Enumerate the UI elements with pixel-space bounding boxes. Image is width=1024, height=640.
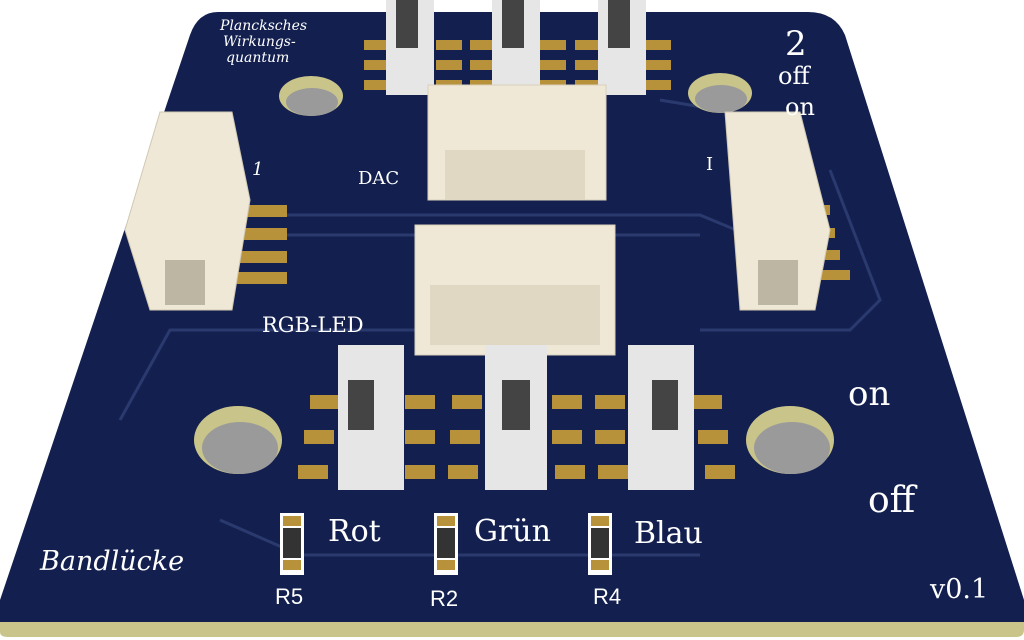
left-connector-label: 1 bbox=[252, 159, 263, 180]
switch-label-blau: Blau bbox=[634, 516, 703, 551]
switch-label-rot: Rot bbox=[328, 514, 381, 549]
left-connector bbox=[124, 111, 287, 311]
title-line-2: Wirkungs- bbox=[223, 34, 296, 50]
switch-label-gruen: Grün bbox=[474, 514, 551, 549]
version-label: v0.1 bbox=[929, 574, 988, 605]
resistor-label-r5: R5 bbox=[275, 584, 303, 609]
top-number: 2 bbox=[785, 24, 807, 64]
dac-connector bbox=[427, 84, 607, 201]
title-line-1: Plancksches bbox=[219, 18, 307, 34]
bottom-off-label: off bbox=[868, 480, 918, 521]
resistor-label-r2: R2 bbox=[430, 586, 458, 611]
right-connector-label: I bbox=[706, 154, 713, 175]
resistor-label-r4: R4 bbox=[593, 584, 621, 609]
bottom-switches bbox=[298, 345, 735, 490]
mounting-holes bbox=[194, 73, 834, 474]
resistors bbox=[280, 513, 612, 575]
bottom-on-label: on bbox=[848, 374, 890, 414]
right-connector bbox=[724, 111, 850, 311]
title-line-3: quantum bbox=[226, 50, 289, 66]
top-switches bbox=[364, 0, 671, 95]
top-on-label: on bbox=[785, 93, 815, 121]
rgb-led-label: RGB-LED bbox=[262, 313, 364, 337]
dac-label: DAC bbox=[358, 168, 399, 189]
signature-text: Bandlücke bbox=[39, 546, 184, 577]
top-off-label: off bbox=[778, 62, 811, 90]
rgb-led-connector bbox=[414, 224, 616, 356]
